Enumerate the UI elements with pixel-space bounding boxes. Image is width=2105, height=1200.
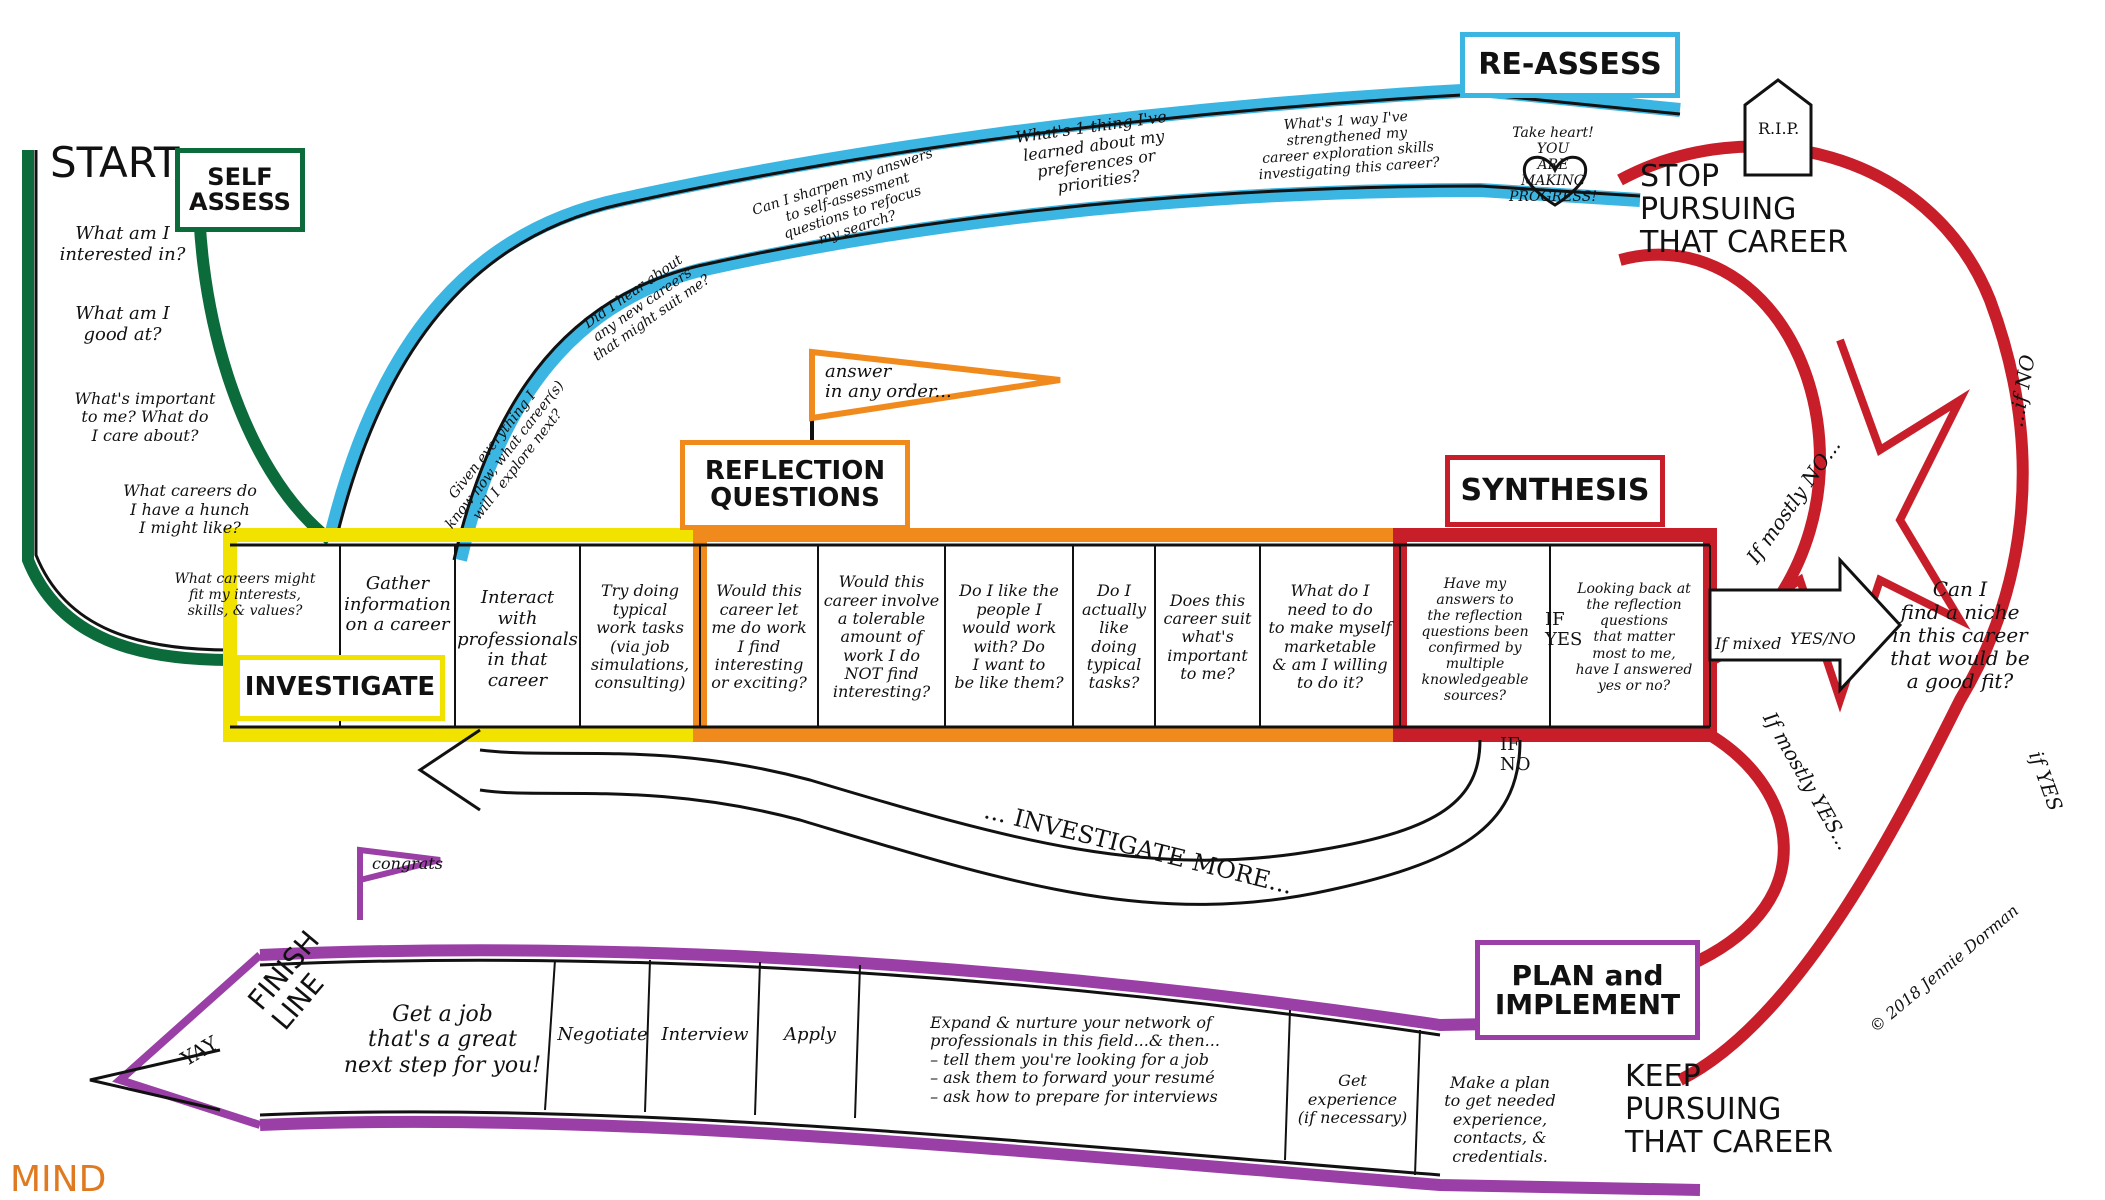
self-assess-sign: SELF ASSESS	[175, 148, 305, 232]
reflection-flag	[809, 348, 1061, 440]
keep-pursuing-label: KEEP PURSUING THAT CAREER	[1625, 1059, 1834, 1160]
reflection-cell-6: What do I need to do to make myself mark…	[1268, 581, 1392, 693]
if-yes-label: IF YES	[1545, 609, 1583, 650]
plan-path	[89, 846, 1701, 1196]
plan-cell-5: Expand & nurture your network of profess…	[930, 1013, 1220, 1106]
self-assess-cell-1: What am I interested in?	[59, 223, 186, 265]
yes-no-label: YES/NO	[1790, 629, 1856, 648]
niche-question: Can I find a niche in this career that w…	[1890, 576, 2030, 693]
synthesis-sign: SYNTHESIS	[1445, 455, 1665, 527]
synthesis-cell-1: Have my answers to the reflection questi…	[1421, 575, 1529, 705]
investigate-more-arrow	[417, 728, 1522, 906]
if-mixed-label: If mixed	[1715, 634, 1782, 653]
reflection-cell-4: Do I actually like doing typical tasks?	[1081, 581, 1147, 693]
reflection-sign: REFLECTION QUESTIONS	[680, 440, 910, 530]
plan-cell-3: Interview	[661, 1023, 749, 1045]
decision-loops	[1518, 140, 2029, 1086]
reflection-flag-text: answer in any order...	[825, 361, 952, 402]
reassess-cell-6: Take heart! YOU ARE MAKING PROGRESS!	[1509, 124, 1597, 206]
reflection-cell-3: Do I like the people I would work with? …	[954, 581, 1064, 693]
investigate-cell-2: Interact with professionals in that care…	[457, 587, 578, 692]
self-assess-cell-4: What careers do I have a hunch I might l…	[123, 481, 257, 538]
self-assess-cell-5: What careers might fit my interests, ski…	[174, 570, 316, 620]
heart-icon	[1522, 155, 1588, 207]
investigate-cell-3: Try doing typical work tasks (via job si…	[590, 581, 690, 693]
reassess-cell-5: What's 1 way I've strengthened my career…	[1258, 108, 1441, 184]
reassess-sign: RE-ASSESS	[1460, 32, 1680, 98]
plan-cell-2: Negotiate	[557, 1023, 648, 1045]
reflection-cell-5: Does this career suit what's important t…	[1163, 590, 1252, 684]
investigate-cell-1: Gather information on a career	[344, 572, 451, 636]
plan-cell-7: Make a plan to get needed experience, co…	[1444, 1073, 1556, 1166]
plan-cell-6: Get experience (if necessary)	[1297, 1071, 1408, 1128]
plan-cell-1: Get a job that's a great next step for y…	[343, 1002, 542, 1078]
rip-tombstone	[1743, 78, 1813, 177]
plan-implement-sign: PLAN and IMPLEMENT	[1475, 940, 1700, 1040]
logo: MIND	[10, 1159, 107, 1200]
synthesis-cell-2: Looking back at the reflection questions…	[1575, 581, 1693, 694]
self-assess-cell-2: What am I good at?	[75, 303, 170, 345]
investigate-sign: INVESTIGATE	[235, 655, 445, 721]
reassess-path	[323, 82, 1681, 562]
reflection-cell-1: Would this career let me do work I find …	[711, 581, 807, 693]
reflection-cell-2: Would this career involve a tolerable am…	[823, 572, 940, 702]
self-assess-cell-3: What's important to me? What do I care a…	[74, 388, 216, 445]
plan-cell-4: Apply	[784, 1023, 836, 1045]
congrats-flag-label: congrats	[372, 854, 443, 873]
stop-pursuing-label: STOP PURSUING THAT CAREER	[1640, 159, 1849, 260]
start-label: START	[50, 138, 180, 187]
if-no-label: IF NO	[1500, 734, 1531, 775]
rip-label: R.I.P.	[1758, 119, 1800, 138]
